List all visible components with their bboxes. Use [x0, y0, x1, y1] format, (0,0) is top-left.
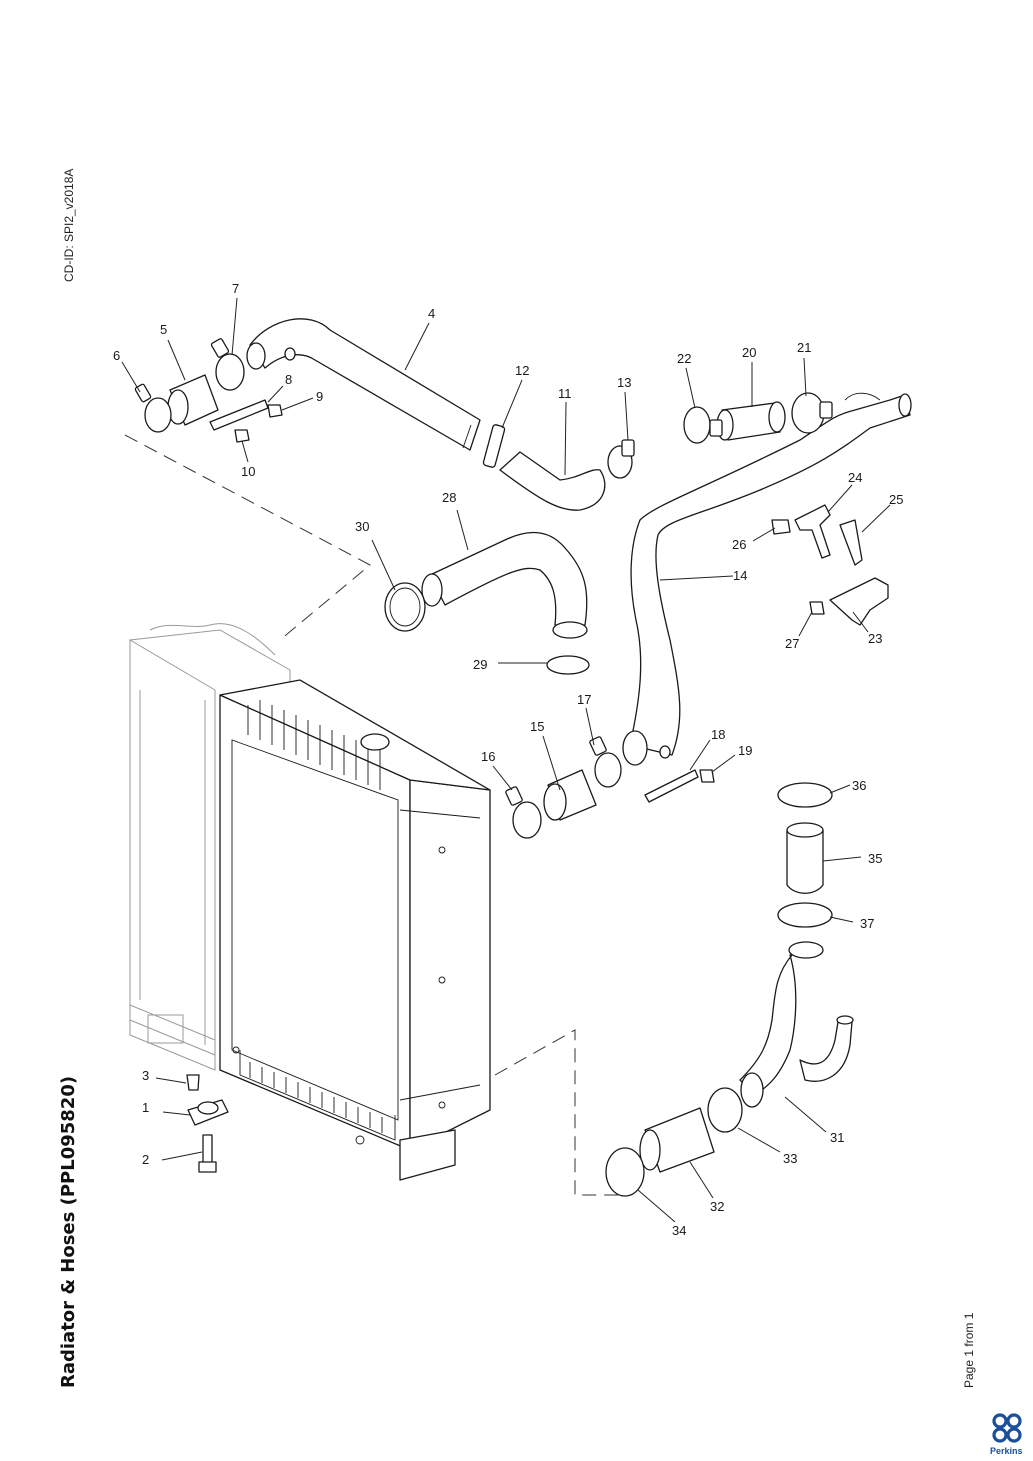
callout-32: 32: [710, 1199, 724, 1214]
callout-29: 29: [473, 657, 487, 672]
bolt-9: [267, 404, 283, 418]
callout-12: 12: [515, 363, 529, 378]
callout-26: 26: [732, 537, 746, 552]
bolt-26: [771, 519, 791, 535]
callout-28: 28: [442, 490, 456, 505]
clamp-6: [134, 383, 172, 433]
callout-33: 33: [783, 1151, 797, 1166]
clamp-34: [605, 1147, 645, 1197]
clamp-7: [210, 338, 245, 391]
leader-dash-top: [124, 434, 371, 641]
hose-32: [639, 1107, 715, 1173]
clamp-21: [791, 392, 833, 434]
hose-28: [421, 531, 588, 639]
bolt-27: [809, 601, 825, 615]
clamp-13: [607, 439, 635, 479]
callout-19: 19: [738, 743, 752, 758]
callout-21: 21: [797, 340, 811, 355]
clamp-22: [683, 406, 723, 444]
callout-25: 25: [889, 492, 903, 507]
bracket-24: [794, 504, 831, 559]
callout-6: 6: [113, 348, 120, 363]
brand-name: Perkins: [990, 1446, 1023, 1456]
callout-27: 27: [785, 636, 799, 651]
callout-1: 1: [142, 1100, 149, 1115]
clamp-30: [384, 582, 426, 632]
callout-labels: 1 2 3 4 5 6 7 8 9 10 11 12 13 14 15 16 1…: [113, 281, 903, 1238]
hose-11: [499, 451, 606, 511]
callout-3: 3: [142, 1068, 149, 1083]
clamp-17: [589, 736, 622, 788]
callout-36: 36: [852, 778, 866, 793]
clamp-29: [546, 655, 590, 675]
bolt-19: [699, 769, 715, 783]
callout-23: 23: [868, 631, 882, 646]
clamp-12: [482, 424, 506, 468]
hose-20: [716, 401, 786, 441]
bracket-25: [839, 519, 863, 566]
callout-leaders: [121, 297, 891, 1223]
callout-5: 5: [160, 322, 167, 337]
hose-4: [246, 318, 481, 451]
bolt-3: [186, 1074, 200, 1091]
mount-1: [187, 1099, 229, 1126]
callout-34: 34: [672, 1223, 686, 1238]
bolt-2: [198, 1134, 217, 1173]
callout-10: 10: [241, 464, 255, 479]
callout-20: 20: [742, 345, 756, 360]
callout-35: 35: [868, 851, 882, 866]
callout-14: 14: [733, 568, 747, 583]
callout-15: 15: [530, 719, 544, 734]
bracket-8: [209, 399, 269, 431]
clamp-37: [777, 902, 833, 928]
callout-8: 8: [285, 372, 292, 387]
clamp-33: [707, 1087, 743, 1133]
callout-4: 4: [428, 306, 435, 321]
callout-9: 9: [316, 389, 323, 404]
radiator-assembly: [129, 623, 491, 1181]
clamp-36: [777, 782, 833, 808]
callout-31: 31: [830, 1130, 844, 1145]
pipe-31: [739, 941, 854, 1108]
callout-13: 13: [617, 375, 631, 390]
callout-22: 22: [677, 351, 691, 366]
callout-11: 11: [558, 386, 572, 401]
bracket-18: [644, 769, 699, 803]
callout-2: 2: [142, 1152, 149, 1167]
hose-35: [786, 822, 824, 894]
callout-18: 18: [711, 727, 725, 742]
bracket-23: [829, 577, 889, 626]
clamp-16: [505, 786, 542, 839]
callout-17: 17: [577, 692, 591, 707]
hose-15: [543, 769, 597, 821]
callout-16: 16: [481, 749, 495, 764]
perkins-logo-icon: [992, 1413, 1022, 1443]
pipe-14: [622, 392, 912, 766]
hose-5: [167, 374, 219, 426]
leader-dash-bottom: [494, 1029, 630, 1196]
callout-37: 37: [860, 916, 874, 931]
callout-7: 7: [232, 281, 239, 296]
callout-30: 30: [355, 519, 369, 534]
callout-24: 24: [848, 470, 862, 485]
bolt-10: [234, 429, 250, 443]
